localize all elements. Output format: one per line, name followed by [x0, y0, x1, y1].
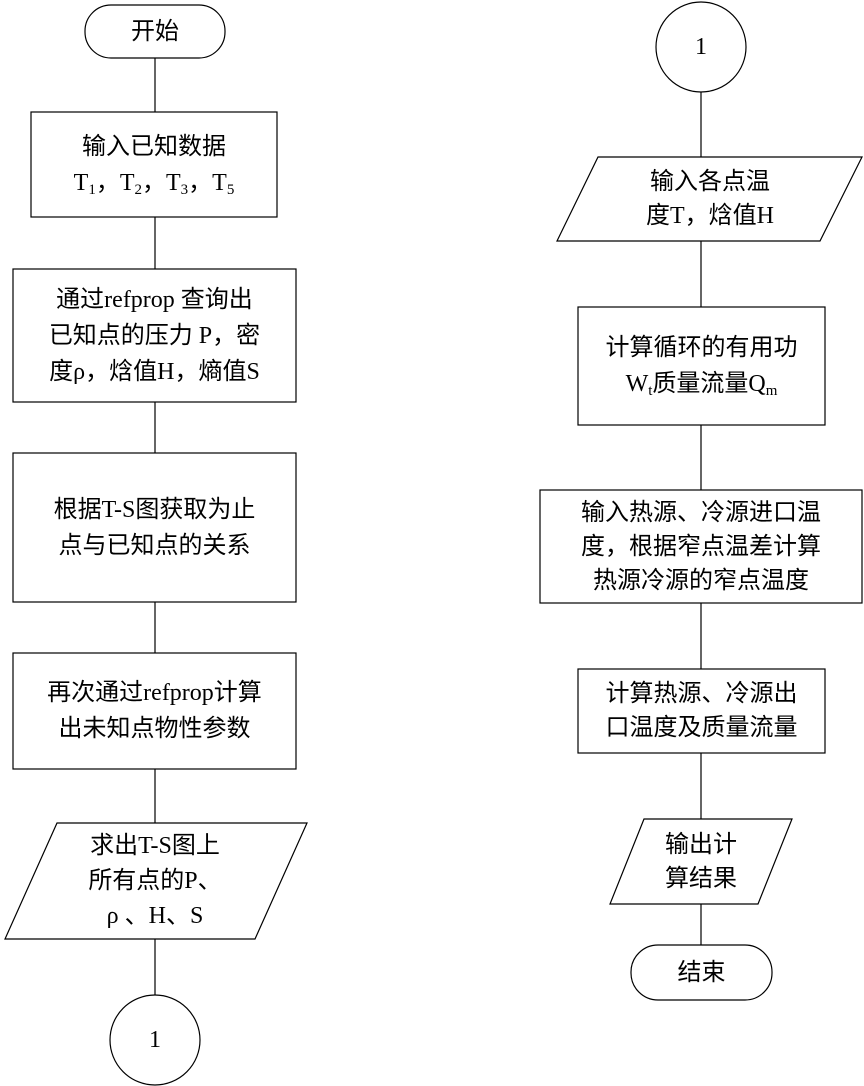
pinch-point-step: 输入热源、冷源进口温 度，根据窄点温差计算 热源冷源的窄点温度	[540, 490, 862, 603]
step1-line2: T1，T2，T3，T5	[73, 169, 235, 198]
text-line: 度T，焓值H	[646, 203, 774, 229]
text-line: 度，根据窄点温差计算	[581, 533, 821, 560]
output-all-points: 求出T-S图上 所有点的P、 ρ 、H、S	[40, 823, 270, 939]
query-refprop-step: 通过refprop 查询出 已知点的压力 P，密 度ρ，焓值H，熵值S	[13, 269, 296, 402]
text-line: 热源冷源的窄点温度	[593, 567, 809, 594]
input-temperature-enthalpy: 输入各点温 度T，焓值H	[580, 157, 840, 241]
text-line: Wt质量流量Qm	[625, 371, 778, 399]
connector-label: 1	[656, 2, 746, 92]
output-results: 输出计 算结果	[620, 819, 782, 904]
text-line: ρ 、H、S	[106, 902, 204, 929]
io-parallelogram	[609, 818, 793, 905]
start-label: 开始	[85, 5, 225, 58]
io-parallelogram	[556, 156, 863, 242]
text-line: 根据T-S图获取为止	[53, 496, 256, 523]
text-line: 输入各点温	[650, 169, 770, 195]
text-line: 度ρ，焓值H，熵值S	[49, 358, 260, 385]
text-line: 输出计	[665, 831, 737, 858]
input-known-data: 输入已知数据 T1，T2，T3，T5	[31, 112, 277, 217]
refprop-calc-step: 再次通过refprop计算 出未知点物性参数	[13, 653, 296, 769]
text-line: 点与已知点的关系	[58, 532, 251, 559]
connector-text: 1	[695, 34, 707, 60]
text-line: 计算循环的有用功	[605, 335, 798, 361]
text-line: 再次通过refprop计算	[47, 680, 262, 706]
end-label: 结束	[631, 945, 772, 1000]
text-line: 已知点的压力 P，密	[48, 322, 261, 349]
text-line: 通过refprop 查询出	[56, 286, 253, 313]
text-line: 输入热源、冷源进口温	[581, 499, 821, 526]
process-box	[30, 111, 278, 218]
text-line: 算结果	[665, 865, 737, 892]
outlet-temp-step: 计算热源、冷源出 口温度及质量流量	[578, 669, 825, 753]
io-parallelogram	[4, 822, 308, 940]
end-terminator	[630, 944, 773, 1001]
text-line: 出未知点物性参数	[58, 716, 251, 742]
start-text: 开始	[131, 18, 179, 45]
ts-diagram-step: 根据T-S图获取为止 点与已知点的关系	[13, 453, 296, 602]
text-line: 所有点的P、	[88, 867, 222, 894]
text-line: 计算热源、冷源出	[605, 681, 798, 707]
connector-text: 1	[149, 1027, 161, 1053]
text-line: 口温度及质量流量	[605, 715, 798, 741]
step1-line1: 输入已知数据	[82, 133, 226, 160]
connector-label: 1	[110, 995, 200, 1085]
end-text: 结束	[677, 959, 726, 986]
calc-work-flow-step: 计算循环的有用功 Wt质量流量Qm	[578, 307, 825, 425]
text-line: 求出T-S图上	[90, 832, 220, 859]
offpage-connector	[109, 994, 201, 1086]
